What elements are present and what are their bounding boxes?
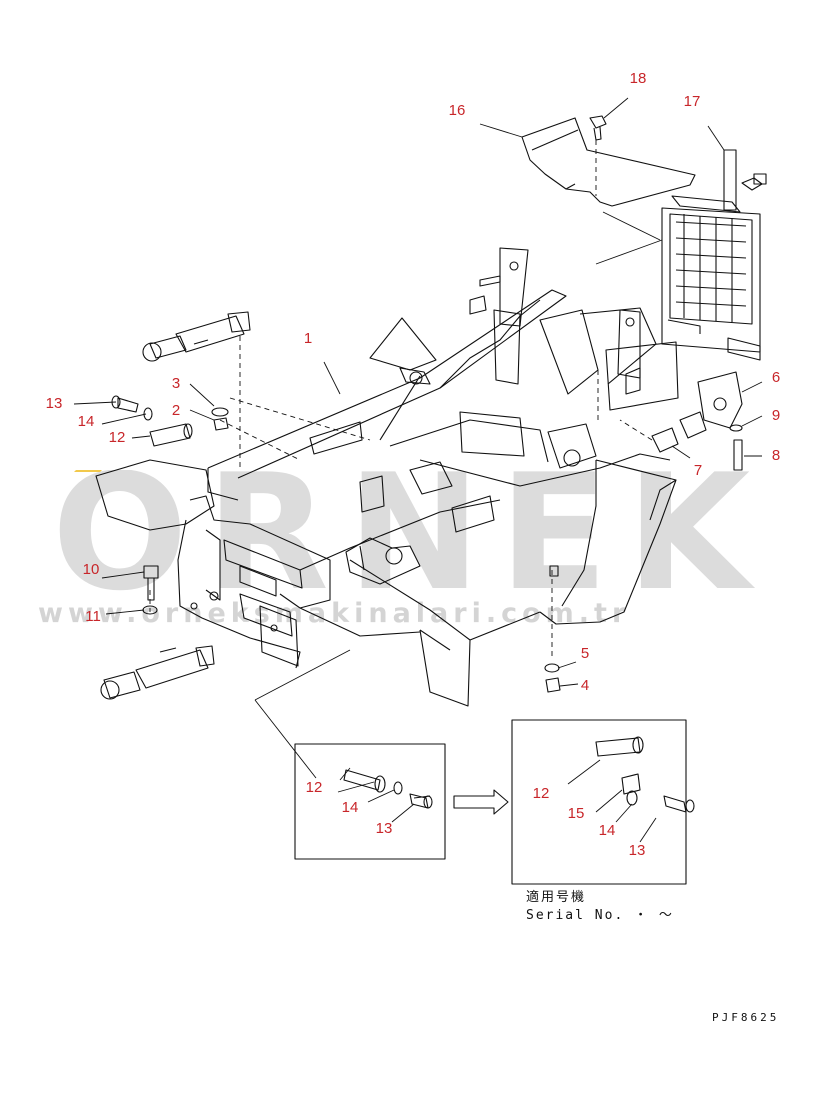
callout-c17: 17 [683,93,701,110]
lower-cylinder-part [100,645,215,700]
counterweight-part [349,459,677,707]
inset-right-parts [595,736,695,813]
serial-label-en: Serial No. ・ 〜 [526,908,674,923]
assembly-dashed-lines [149,140,653,660]
callout-c16: 16 [448,102,466,119]
callout-c3: 3 [171,375,181,392]
callout-c11: 11 [85,608,101,625]
callout-c12a: 12 [108,429,126,446]
pin-part [149,423,193,447]
callout-c9: 9 [771,407,781,424]
callout-c4: 4 [580,677,590,694]
serial-applicability: 適用号機 Serial No. ・ 〜 [526,889,674,925]
lower-frame-part [177,495,501,669]
inset-box-left [294,743,446,860]
callout-c13c: 13 [628,842,646,859]
mount-bracket-part [651,371,743,471]
callout-c8: 8 [771,447,781,464]
arrow-icon [453,789,509,815]
main-frame-part [207,247,679,533]
radiator-part [661,195,761,361]
serial-label-jp: 適用号機 [526,890,587,905]
bolt-part [589,115,607,141]
callout-c12b: 12 [305,779,323,796]
cover-plate-part [521,117,696,207]
watermark-url: www.orneksmakinalari.com.tr [38,598,631,629]
callout-c13b: 13 [375,820,393,837]
callout-c7: 7 [693,462,703,479]
leader-lines [73,97,763,843]
bolt-washer-part [111,395,153,421]
callout-c14a: 14 [77,413,95,430]
nut-washer-part [544,663,561,693]
callout-c18: 18 [629,70,647,87]
drawing-code: PJF8625 [712,1011,780,1024]
inset-box-right [511,719,687,885]
callout-c12c: 12 [532,785,550,802]
callout-c14c: 14 [598,822,616,839]
nut-part [211,407,229,431]
upper-cylinder-part [142,311,251,362]
bracket-part [723,149,767,211]
callout-c5: 5 [580,645,590,662]
callout-c6: 6 [771,369,781,386]
watermark-accent-shape [74,470,102,472]
callout-c10: 10 [82,561,100,578]
callout-c2: 2 [171,402,181,419]
callout-c1: 1 [303,330,313,347]
callout-c13a: 13 [45,395,63,412]
callout-c14b: 14 [341,799,359,816]
inset-left-parts [343,769,433,809]
footrest-pad-part [95,459,215,531]
callout-c15: 15 [567,805,585,822]
bolt-part-10 [142,565,159,615]
